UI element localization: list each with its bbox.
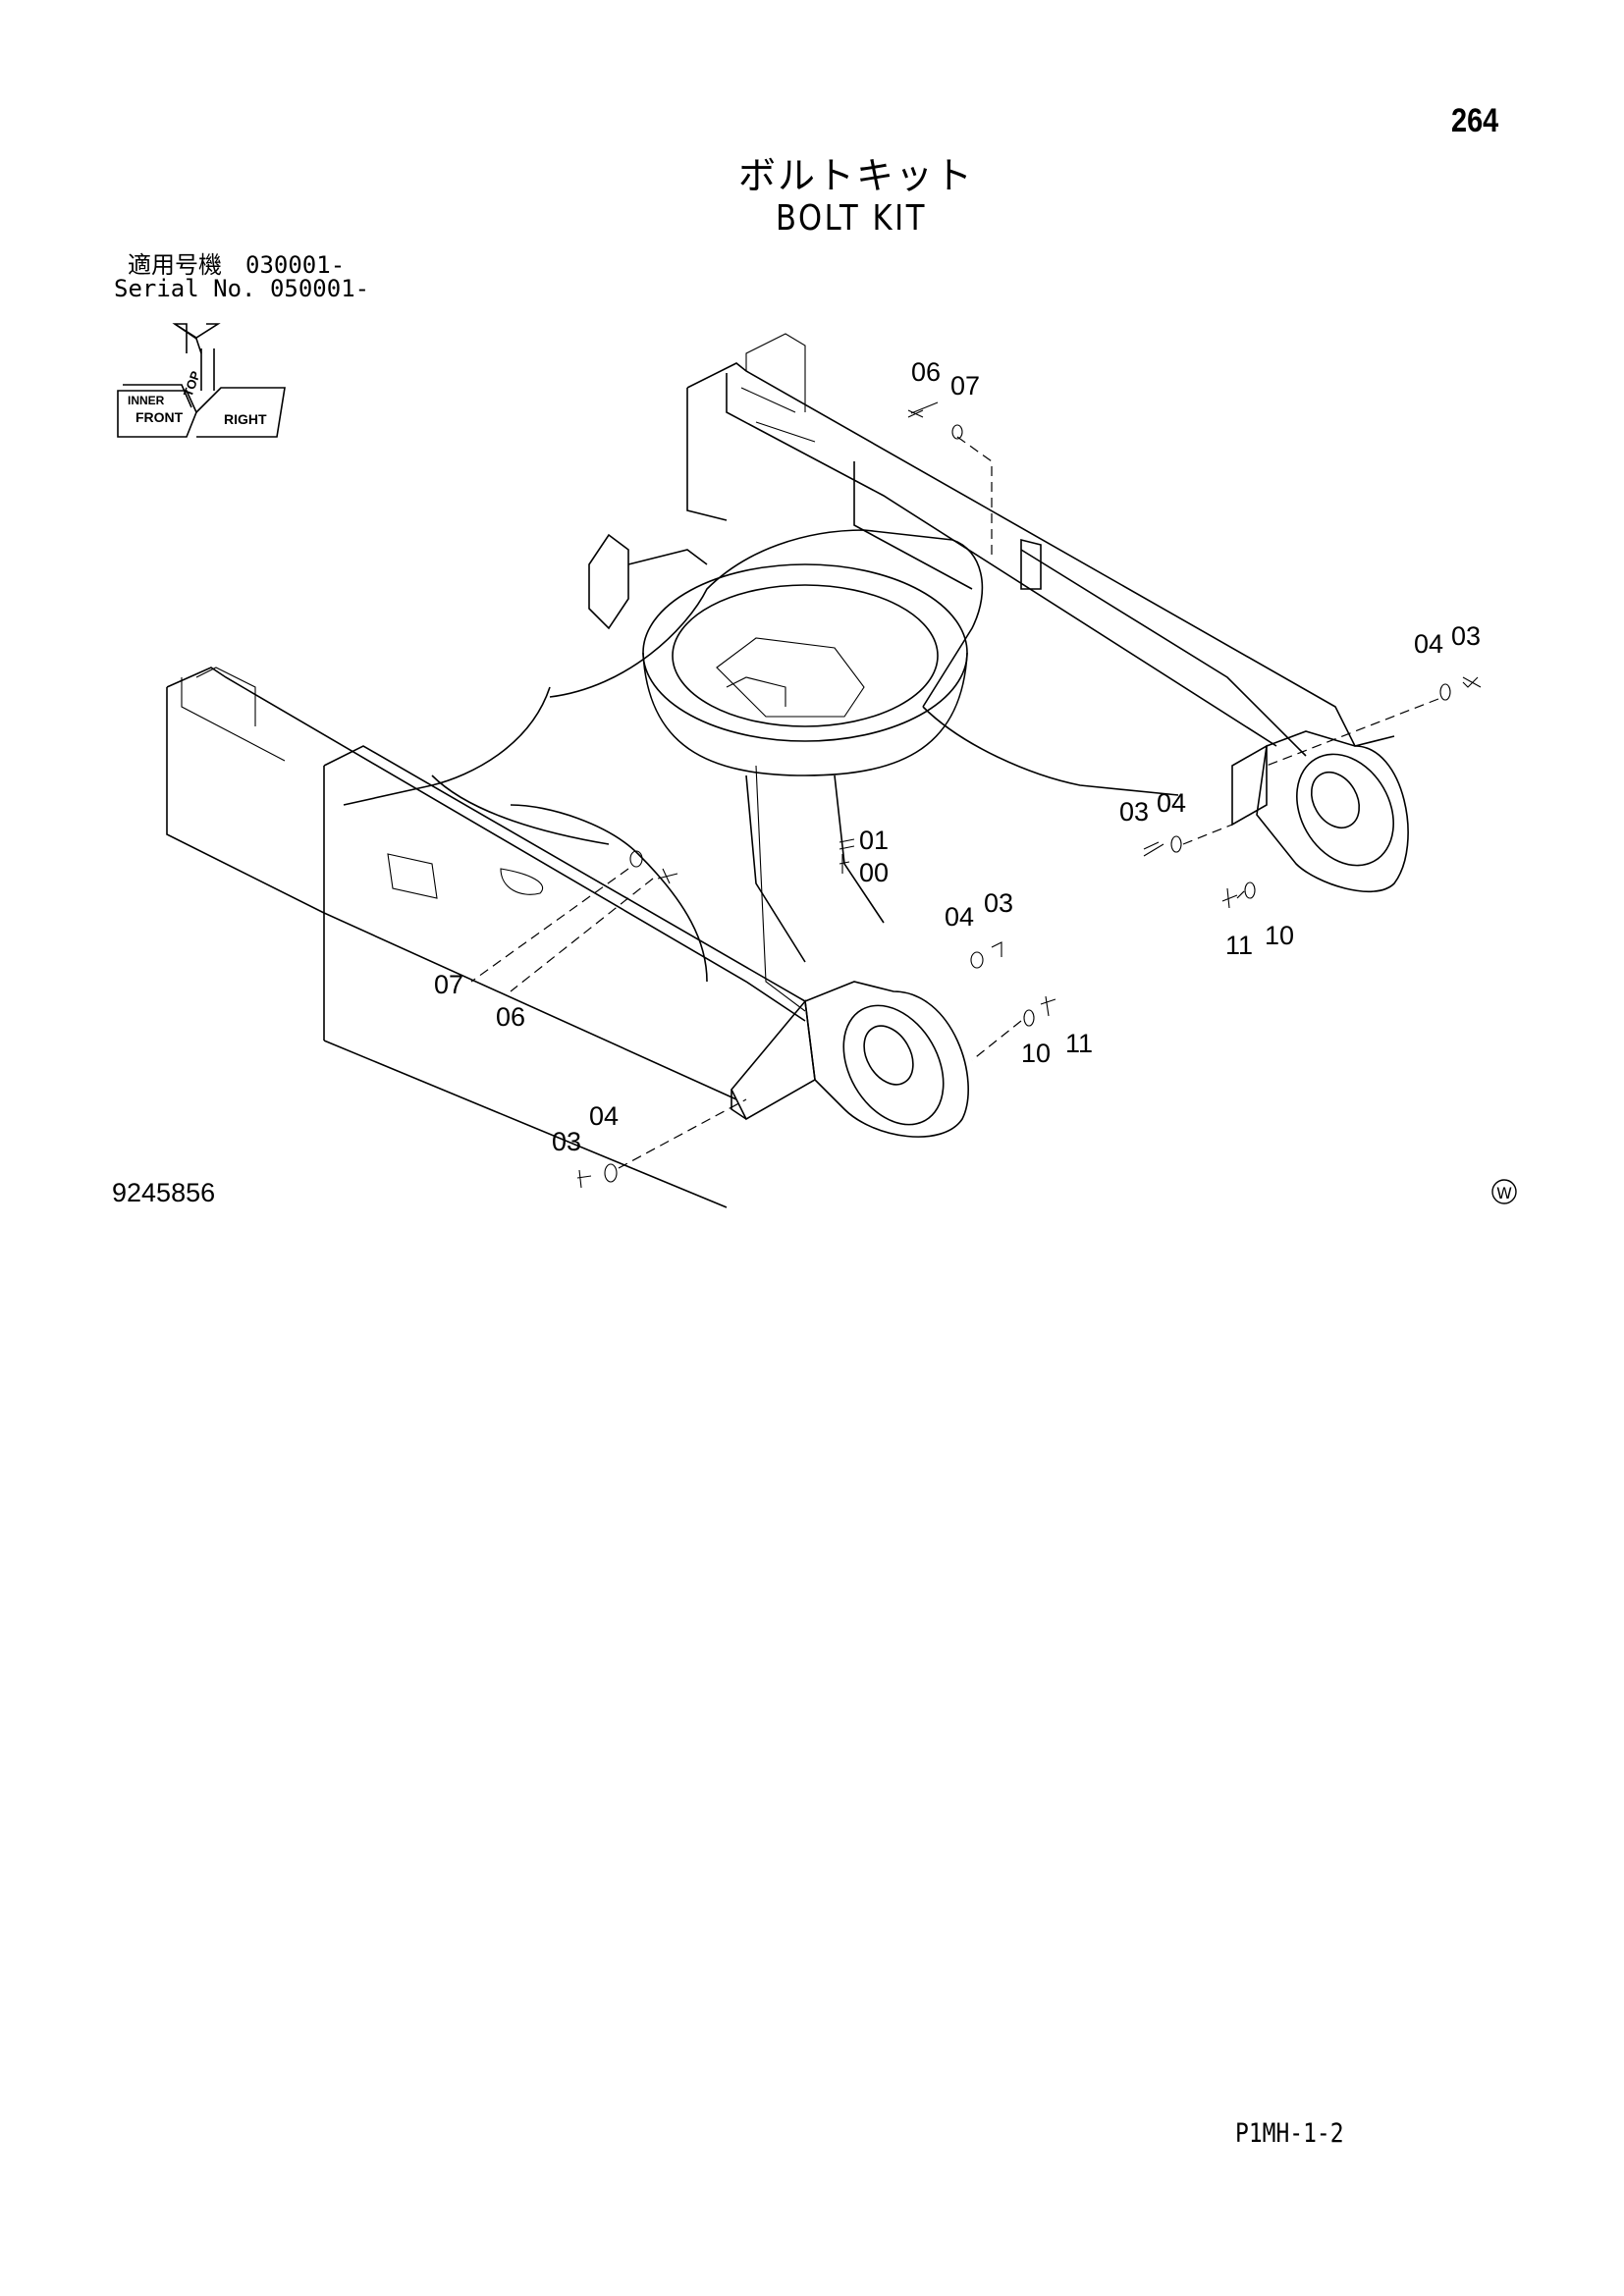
callout-label: 03 (1451, 621, 1481, 651)
orientation-top-label: TOP (181, 369, 203, 399)
callout-label: 06 (911, 357, 941, 387)
callout-label: 04 (945, 902, 974, 932)
page-title-japanese: ボルトキット (738, 154, 975, 197)
callout-label: 11 (1225, 931, 1253, 960)
applicable-serial-japanese: 適用号機 030001- (128, 251, 346, 279)
page-title: BOLT KIT (776, 198, 927, 239)
callout-label: 07 (950, 371, 980, 400)
callout-label: 00 (859, 858, 889, 887)
document-code: P1MH-1-2 (1235, 2118, 1344, 2149)
callout-label: 04 (1414, 629, 1443, 659)
page-number: 264 (1451, 102, 1499, 139)
callout-label: 07 (434, 970, 463, 999)
orientation-marker: FRONT TOP RIGHT INNER (117, 323, 286, 438)
drawing-number: 9245856 (112, 1178, 216, 1207)
callout-label: 03 (552, 1127, 581, 1156)
callout-label: 01 (859, 826, 889, 855)
callout-labels: 06 07 04 03 03 04 01 00 11 10 04 03 07 0… (434, 357, 1481, 1156)
w-mark: W (1491, 1179, 1517, 1204)
orientation-inner-label: INNER (128, 394, 165, 407)
svg-text:W: W (1496, 1184, 1512, 1202)
applicable-serial: Serial No. 050001- (114, 275, 370, 302)
callout-label: 10 (1021, 1039, 1051, 1068)
callout-label: 03 (984, 888, 1013, 918)
callout-label: 04 (1157, 788, 1186, 818)
orientation-right-label: RIGHT (224, 411, 267, 427)
orientation-front-label: FRONT (135, 409, 184, 425)
callout-label: 06 (496, 1002, 525, 1032)
callout-label: 11 (1065, 1029, 1093, 1058)
track-frame-drawing (166, 333, 1482, 1208)
callout-label: 03 (1119, 797, 1149, 827)
callout-label: 04 (589, 1101, 619, 1131)
callout-label: 10 (1265, 921, 1294, 950)
